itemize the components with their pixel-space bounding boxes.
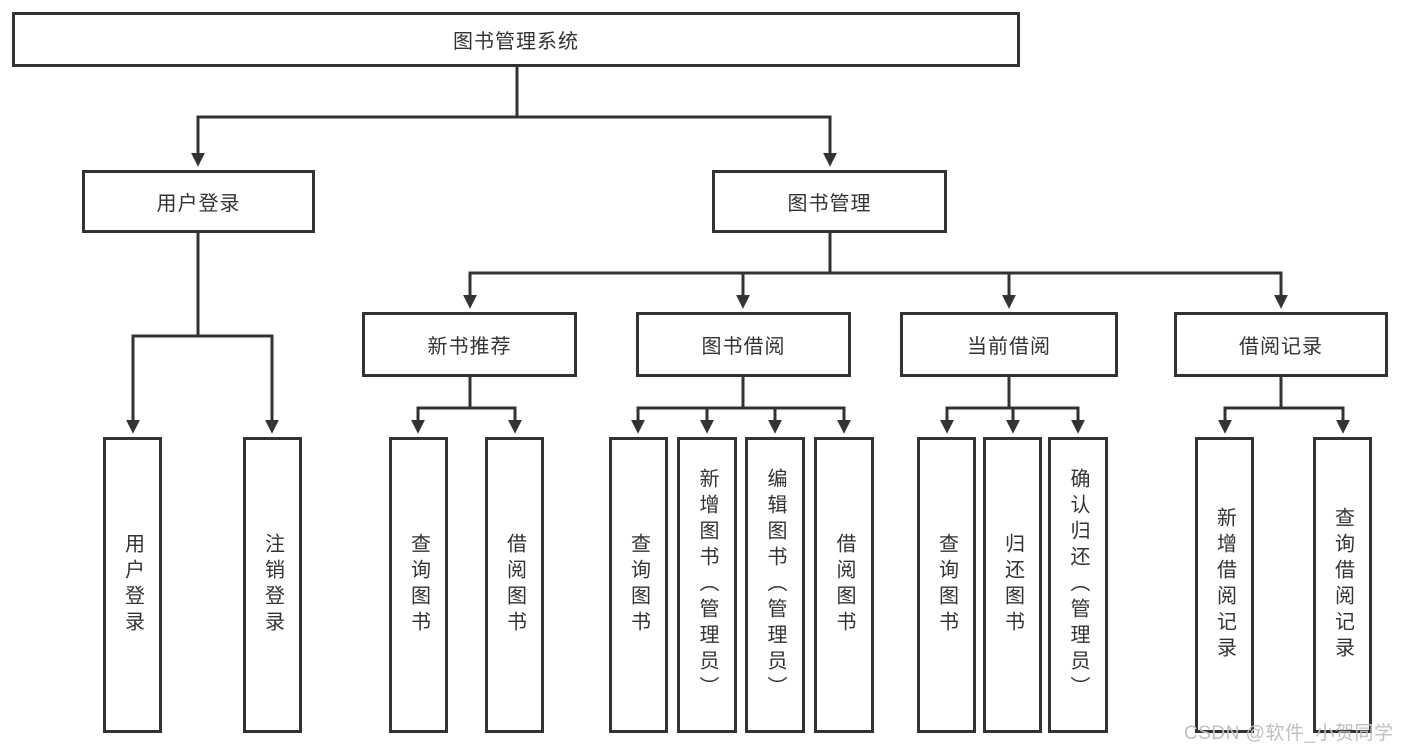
node-label: 用户登录 xyxy=(156,193,241,215)
watermark: CSDN @软件_小贺同学 xyxy=(1184,723,1394,744)
node-label: 归还图书 xyxy=(1001,533,1024,637)
leaf-borrow-books: 借阅图书 xyxy=(485,437,544,733)
leaf-search-books: 查询图书 xyxy=(609,437,668,733)
leaf-search-borrow-record: 查询借阅记录 xyxy=(1313,437,1372,733)
node-book-borrow: 图书借阅 xyxy=(636,312,851,377)
node-label: 图书管理 xyxy=(787,193,872,215)
node-label: 查询借阅记录 xyxy=(1331,507,1354,663)
leaf-add-borrow-record: 新增借阅记录 xyxy=(1195,437,1254,733)
node-label: 用户登录 xyxy=(121,533,144,637)
leaf-user-login: 用户登录 xyxy=(103,437,162,733)
node-label: 借阅图书 xyxy=(503,533,526,637)
node-user-login: 用户登录 xyxy=(82,170,315,233)
leaf-search-books: 查询图书 xyxy=(389,437,448,733)
node-label: 借阅图书 xyxy=(833,533,855,637)
leaf-add-books-admin: 新增图书（管理员） xyxy=(677,437,737,733)
leaf-search-books: 查询图书 xyxy=(917,437,976,733)
node-label: 当前借阅 xyxy=(967,336,1051,358)
node-book-management: 图书管理 xyxy=(712,170,947,233)
node-label: 查询图书 xyxy=(935,533,958,637)
node-label: 图书借阅 xyxy=(701,336,786,358)
node-borrow-records: 借阅记录 xyxy=(1174,312,1388,377)
node-label: 借阅记录 xyxy=(1239,336,1323,358)
node-current-borrow: 当前借阅 xyxy=(900,312,1118,377)
leaf-confirm-return-admin: 确认归还（管理员） xyxy=(1048,437,1108,733)
node-label: 注销登录 xyxy=(261,533,284,637)
node-label: 图书管理系统 xyxy=(453,31,579,53)
node-label: 查询图书 xyxy=(627,533,650,637)
leaf-edit-books-admin: 编辑图书（管理员） xyxy=(745,437,805,733)
leaf-logout: 注销登录 xyxy=(243,437,302,733)
leaf-borrow-books: 借阅图书 xyxy=(814,437,874,733)
node-label: 编辑图书（管理员） xyxy=(764,468,786,702)
leaf-return-books: 归还图书 xyxy=(983,437,1042,733)
node-label: 查询图书 xyxy=(407,533,430,637)
node-label: 确认归还（管理员） xyxy=(1067,468,1089,702)
node-new-book-recommend: 新书推荐 xyxy=(362,312,577,377)
node-label: 新增借阅记录 xyxy=(1213,507,1236,663)
node-root-system: 图书管理系统 xyxy=(12,12,1020,67)
node-label: 新书推荐 xyxy=(427,336,512,358)
node-label: 新增图书（管理员） xyxy=(696,468,718,702)
